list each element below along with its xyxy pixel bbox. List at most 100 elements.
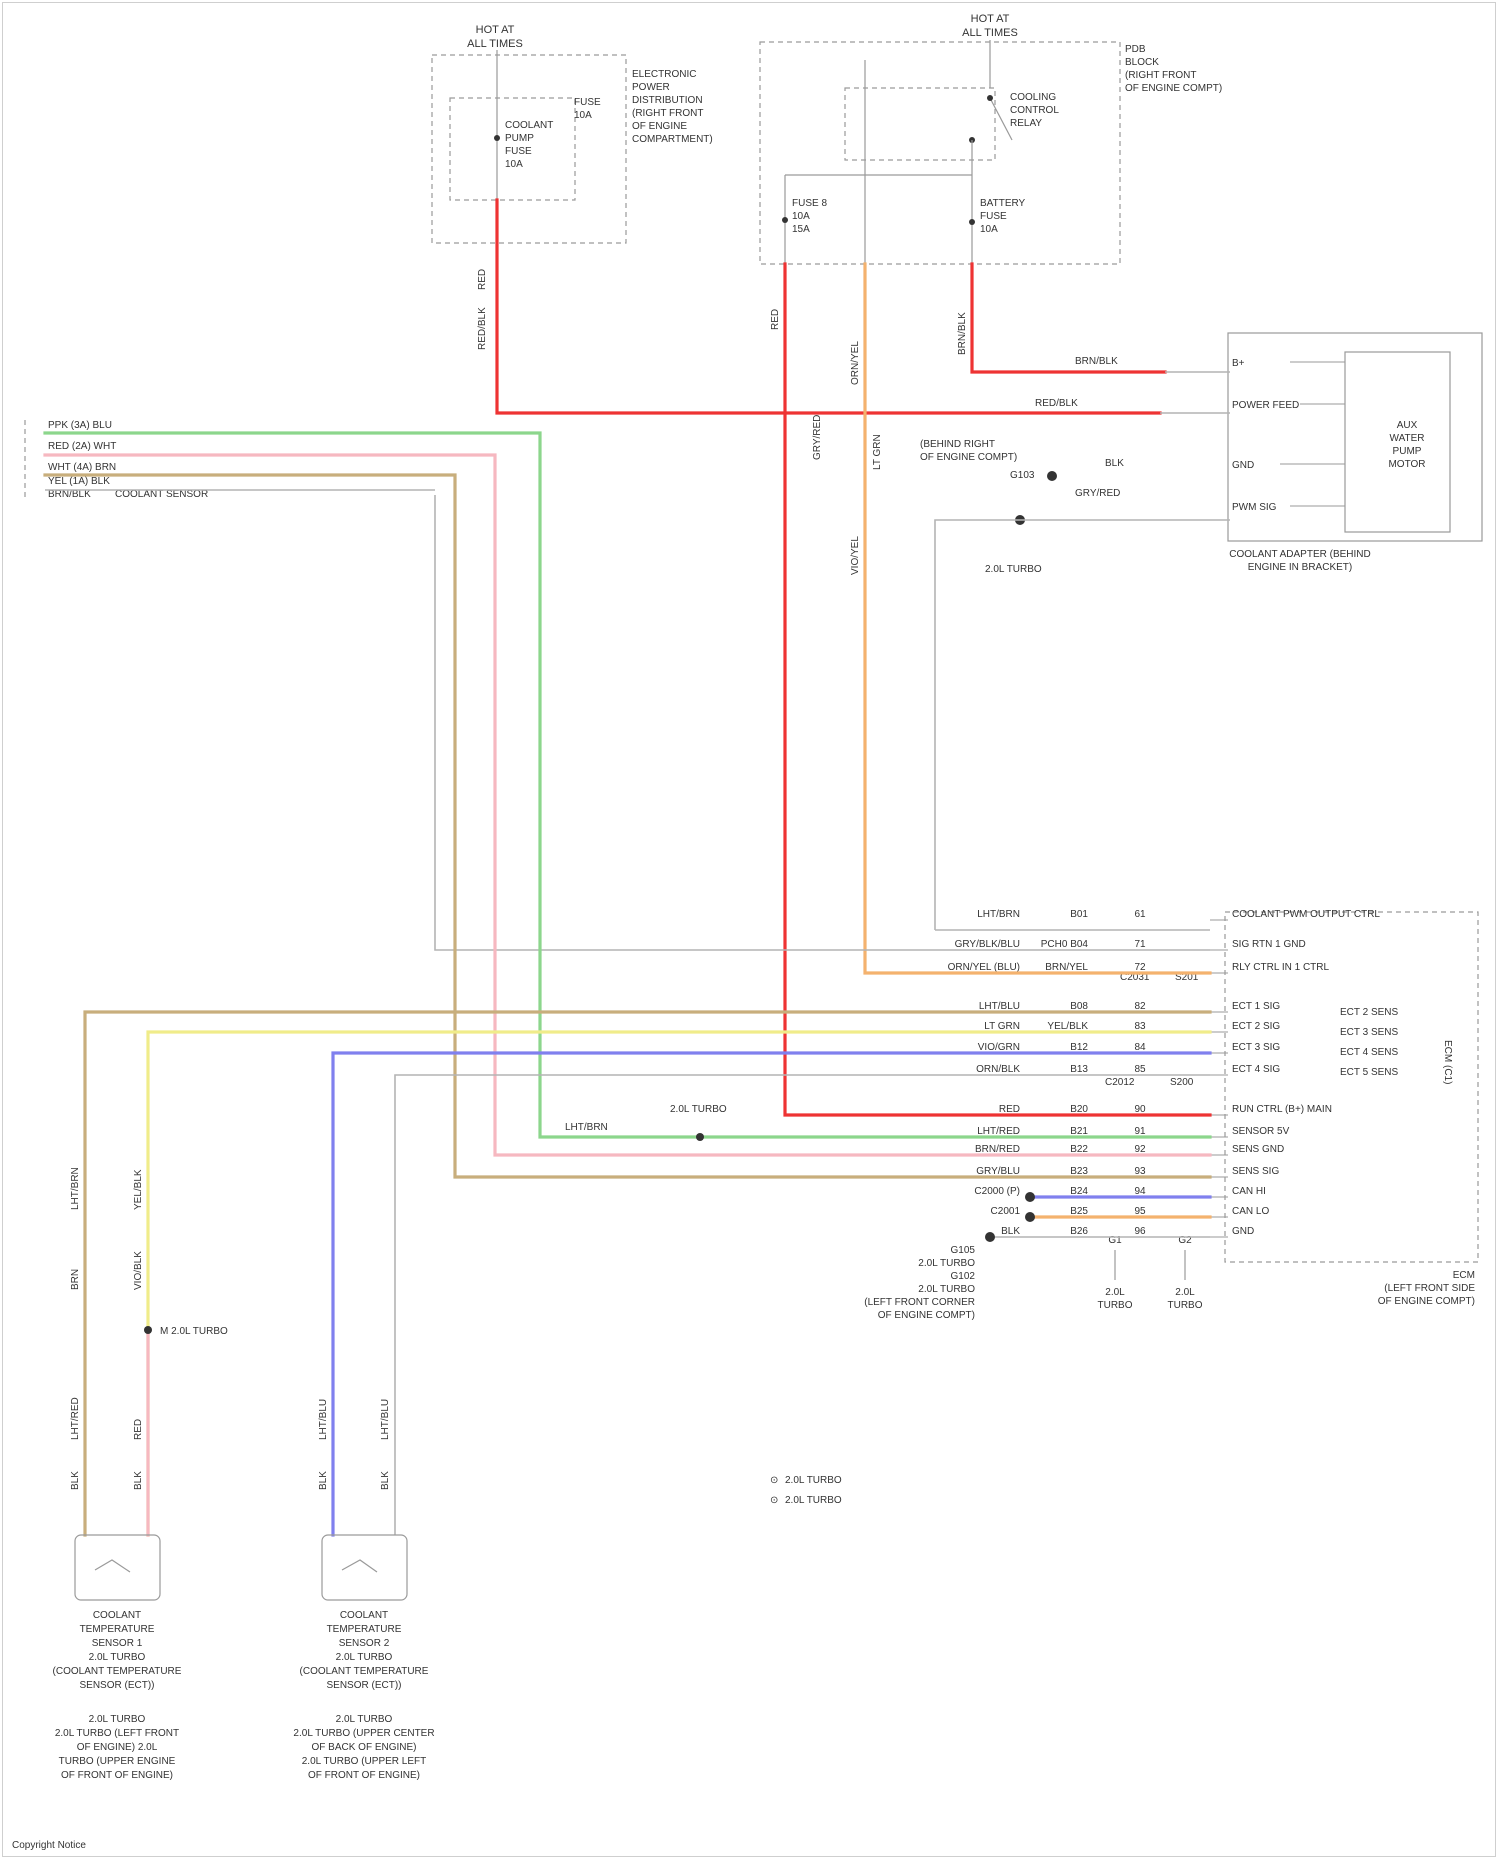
ecm-title-0: ECM <box>1453 1270 1475 1281</box>
ecm-splice-1: C2012 <box>1105 1077 1135 1088</box>
pump-ground-0: (BEHIND RIGHT <box>920 439 995 450</box>
lc-row-0: PPK (3A) BLU <box>48 420 112 431</box>
sensor-1: COOLANT TEMPERATURE SENSOR 1 2.0L TURBO … <box>53 1535 182 1781</box>
ecm-pin-wire: ORN/YEL (BLU) <box>948 962 1020 973</box>
ecm-pin-num: 94 <box>1134 1186 1146 1197</box>
ecm-pin-name: SENS GND <box>1232 1144 1284 1155</box>
ecm-pin-name: COOLANT PWM OUTPUT CTRL <box>1232 909 1380 920</box>
ecm-note-1: 2.0L TURBO <box>918 1258 975 1269</box>
pump-ground-code: G103 <box>1010 470 1035 481</box>
sensor2-element <box>342 1560 377 1572</box>
wire-orange-relay-ctrl <box>865 264 1210 973</box>
sensor2-body <box>322 1535 407 1600</box>
ecm-pin-name: ECT 1 SIG <box>1232 1001 1280 1012</box>
battfuse-label-1: FUSE <box>980 211 1007 222</box>
wire-red-fuse8-to-ecm <box>785 264 1210 1115</box>
s2-loc-1: 2.0L TURBO (UPPER CENTER <box>293 1728 434 1739</box>
ecm-pin-wire: C2001 <box>991 1206 1021 1217</box>
ecm-pin-name: ECT 2 SIG <box>1232 1021 1280 1032</box>
vlabel-6: LT GRN <box>872 434 883 470</box>
s1-line-0: COOLANT <box>93 1610 141 1621</box>
s1-loc-2: OF ENGINE) 2.0L <box>77 1742 158 1753</box>
svl-6: BLK <box>133 1471 144 1490</box>
ecm-splice-2: S200 <box>1170 1077 1194 1088</box>
ecm-gnd-node <box>985 1232 995 1242</box>
sensor-vertical-labels: LHT/BRN BRN YEL/BLK VIO/BLK BLK LHT/RED … <box>70 1167 391 1490</box>
wire-red-batt-to-pump <box>972 264 1165 372</box>
wire-tan-sensor1 <box>85 1012 1210 1535</box>
legend-symbol-1: ⊙ <box>770 1475 778 1486</box>
ecm-pin-code: B20 <box>1070 1104 1088 1115</box>
pump-title-1: WATER <box>1390 433 1425 444</box>
s1-loc-0: 2.0L TURBO <box>89 1714 146 1725</box>
fuse8-label-2: 15A <box>792 224 810 235</box>
ecm-title-1: (LEFT FRONT SIDE <box>1384 1283 1475 1294</box>
svl-4: BLK <box>70 1471 81 1490</box>
s1-line-3: 2.0L TURBO <box>89 1652 146 1663</box>
ecm-pin-code: PCH0 B04 <box>1041 939 1089 950</box>
ecm-pin-num: 91 <box>1134 1126 1146 1137</box>
epd-label-4: OF ENGINE <box>632 121 687 132</box>
ecm-pin-wire: BLK <box>1001 1226 1020 1237</box>
sensor1-element <box>95 1560 130 1572</box>
s2-line-1: TEMPERATURE <box>327 1624 402 1635</box>
vlabel-0: RED <box>477 269 488 290</box>
ecm-pin-name: SIG RTN 1 GND <box>1232 939 1306 950</box>
lc-row-1: RED (2A) WHT <box>48 441 116 452</box>
fuse8-label-1: 10A <box>792 211 810 222</box>
s2-loc-0: 2.0L TURBO <box>336 1714 393 1725</box>
svl-11: BLK <box>380 1471 391 1490</box>
ecm-pin-name: CAN HI <box>1232 1186 1266 1197</box>
ecm-pin-name: RUN CTRL (B+) MAIN <box>1232 1104 1332 1115</box>
ecm-pin-num: 61 <box>1134 909 1146 920</box>
vlabel-1: RED/BLK <box>477 307 488 350</box>
ecm-pin-name: SENSOR 5V <box>1232 1126 1290 1137</box>
fuse-left-sub-a: FUSE <box>574 97 601 108</box>
ecm-note-3: 2.0L TURBO <box>918 1284 975 1295</box>
pump-title-2: PUMP <box>1393 446 1422 457</box>
mid-splice-label: 2.0L TURBO <box>670 1104 727 1115</box>
ecm-pin-name: ECT 4 SIG <box>1232 1064 1280 1075</box>
svl-5: LHT/RED <box>70 1397 81 1440</box>
svl-10: LHT/BLU <box>380 1399 391 1440</box>
ecm-pin-wire: LHT/BRN <box>977 909 1020 920</box>
ecm-pin-num: 92 <box>1134 1144 1146 1155</box>
sensor1-body <box>75 1535 160 1600</box>
hot-label-1a: HOT AT <box>476 24 515 36</box>
ecm-pin-code: BRN/YEL <box>1045 962 1088 973</box>
ecm-pin-num: 90 <box>1134 1104 1146 1115</box>
svl-7: RED <box>133 1419 144 1440</box>
s2-loc-3: 2.0L TURBO (UPPER LEFT <box>302 1756 426 1767</box>
fuse-left-sub-b: 10A <box>574 110 592 121</box>
hot-label-2a: HOT AT <box>971 13 1010 25</box>
ecm-pin-name: RLY CTRL IN 1 CTRL <box>1232 962 1329 973</box>
wire-pink <box>45 455 1210 1155</box>
batt-fuse-node <box>969 219 975 225</box>
ecm-pin-name: CAN LO <box>1232 1206 1269 1217</box>
ecm-note-0: G105 <box>951 1245 976 1256</box>
ecm-note-5: OF ENGINE COMPT) <box>878 1310 975 1321</box>
pdb-label-0: PDB <box>1125 44 1146 55</box>
ecm-pin-code: B12 <box>1070 1042 1088 1053</box>
svl-1: BRN <box>70 1269 81 1290</box>
pump-ground-1: OF ENGINE COMPT) <box>920 452 1017 463</box>
can-hi-node <box>1025 1192 1035 1202</box>
relay-switch <box>990 98 1012 140</box>
pdb-label-2: (RIGHT FRONT <box>1125 70 1196 81</box>
s2-line-4: (COOLANT TEMPERATURE <box>300 1666 429 1677</box>
ecm-pin-wire: RED <box>999 1104 1020 1115</box>
ecm-sens-2: ECT 4 SENS <box>1340 1047 1398 1058</box>
lc-row-3: YEL (1A) BLK <box>48 476 110 487</box>
ecm-pin-wire: LHT/BLU <box>979 1001 1020 1012</box>
ecm-pin-wire: GRY/BLU <box>976 1166 1020 1177</box>
relay-label-2: RELAY <box>1010 118 1042 129</box>
pump-title-0: AUX <box>1397 420 1418 431</box>
vlabel-4: BRN/BLK <box>957 312 968 355</box>
s1-line-5: SENSOR (ECT)) <box>80 1680 155 1691</box>
s1-line-2: SENSOR 1 <box>92 1638 143 1649</box>
ecm-side-label: ECM (C1) <box>1442 1040 1453 1084</box>
pump-code-0: BRN/BLK <box>1075 356 1118 367</box>
side-note: M 2.0L TURBO <box>160 1326 228 1337</box>
relay-label-0: COOLING <box>1010 92 1056 103</box>
legend: ⊙ 2.0L TURBO ⊙ 2.0L TURBO <box>770 1475 842 1506</box>
